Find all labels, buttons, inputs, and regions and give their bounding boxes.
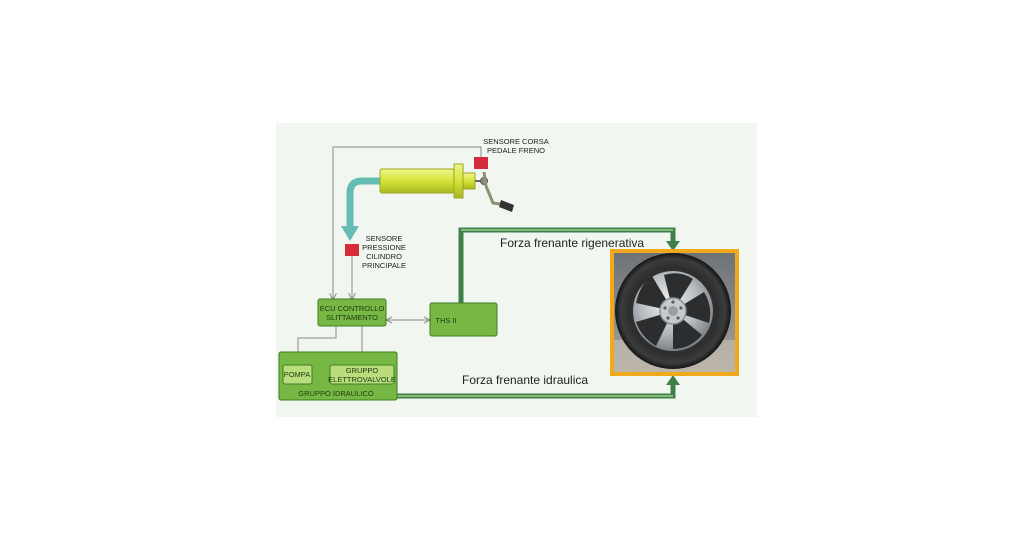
pressure-sensor-label-2: PRESSIONE [362,243,406,252]
pump-box [282,364,313,385]
ecu-box: ECU CONTROLLO SLITTAMENTO [317,298,387,327]
brake-pedal-icon [480,171,514,212]
signal-wires [298,146,482,363]
pressure-sensor-label-1: SENSORE [366,234,403,243]
hydraulic-force-label: Forza frenante idraulica [462,373,588,387]
master-pressure-sensor [345,244,359,256]
hydraulic-unit-label: GRUPPO IDRAULICO [298,389,374,398]
force-lines [397,227,680,399]
valve-group-box [329,364,395,385]
pedal-sensor-label-2: PEDALE FRENO [487,146,545,155]
regenerative-force-label: Forza frenante rigenerativa [500,236,644,250]
pedal-sensor-label-1: SENSORE CORSA [483,137,548,146]
pedal-stroke-sensor [474,157,488,169]
ecu-label-2: SLITTAMENTO [326,313,378,322]
pressure-sensor-label-4: PRINCIPALE [362,261,406,270]
wheel-photo [610,249,739,376]
master-cylinder [379,163,484,199]
ecu-label-1: ECU CONTROLLO [320,304,385,313]
valve-label-1: GRUPPO [346,366,379,375]
hydraulic-unit-box: POMPA GRUPPO ELETTROVALVOLE GRUPPO IDRAU… [278,351,398,401]
pressure-sensor-label-3: CILINDRO [366,252,402,261]
hydraulic-feed-arrow [346,177,380,228]
valve-label-2: ELETTROVALVOLE [328,375,396,384]
hydraulic-feed-arrow-head [341,226,359,241]
ths-label: THS II [435,316,456,325]
ths-box: THS II [429,302,498,337]
pump-label: POMPA [284,370,311,379]
